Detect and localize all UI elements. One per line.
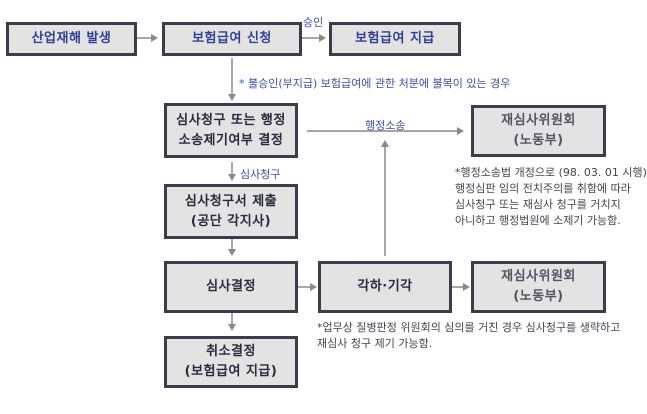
submit-box: 심사청구서 제출 (공단 각지사) xyxy=(164,184,298,239)
arrowhead xyxy=(228,174,236,181)
committee-top-box: 재심사위원회 (노동부) xyxy=(471,105,606,157)
review-decision-line1: 심사청구 또는 행정 xyxy=(176,112,286,128)
arrowhead xyxy=(228,94,236,101)
right-note-line: 아니하고 행정법원에 소제기 가능함. xyxy=(455,214,621,227)
bottom-note: *업무상 질병판정 위원회의 심의를 거친 경우 심사청구를 생략하고 재심사 … xyxy=(317,320,620,352)
dismiss-box: 각하·기각 xyxy=(318,261,452,313)
accident-label: 산업재해 발생 xyxy=(31,31,112,46)
dismiss-label: 각하·기각 xyxy=(357,279,413,294)
admin-lawsuit-label: 행정소송 xyxy=(365,119,406,132)
review-decision-line2: 소송제기여부 결정 xyxy=(178,132,284,148)
arrowhead xyxy=(319,34,326,42)
arrowhead xyxy=(228,324,236,331)
arrowhead xyxy=(457,127,464,135)
committee-bottom-box: 재심사위원회 (노동부) xyxy=(471,261,606,313)
cancel-line1: 취소결정 xyxy=(206,344,256,359)
arrowhead xyxy=(228,249,236,256)
accident-box: 산업재해 발생 xyxy=(6,22,137,56)
apply-box: 보험급여 신청 xyxy=(162,22,302,56)
arrowhead xyxy=(463,283,470,291)
pay-label: 보험급여 지급 xyxy=(355,31,435,46)
right-note-line: 심사청구 또는 재심사 청구를 거치지 xyxy=(455,198,621,211)
review-decision-box: 심사청구 또는 행정 소송제기여부 결정 xyxy=(164,103,298,158)
submit-line2: (공단 각지사) xyxy=(190,213,272,229)
arrowhead xyxy=(310,283,317,291)
cancel-box: 취소결정 (보험급여 지급) xyxy=(164,336,298,388)
arrowhead xyxy=(381,140,389,147)
apply-label: 보험급여 신청 xyxy=(192,31,272,46)
committee-bottom-line1: 재심사위원회 xyxy=(501,269,576,284)
right-note-line: 행정심판 임의 전치주의를 취함에 따라 xyxy=(455,182,631,195)
cancel-line2: (보험급여 지급) xyxy=(184,364,278,379)
committee-top-line1: 재심사위원회 xyxy=(501,113,576,128)
bottom-note-line: *업무상 질병판정 위원회의 심의를 거친 경우 심사청구를 생략하고 xyxy=(317,321,621,334)
decision-label: 심사결정 xyxy=(206,279,256,294)
submit-line1: 심사청구서 제출 xyxy=(184,193,278,209)
right-note: *행정소송법 개정으로 (98. 03. 01 시행) 행정심판 임의 전치주의… xyxy=(455,165,647,229)
pay-box: 보험급여 지급 xyxy=(329,22,461,56)
approval-label: 승인 xyxy=(303,16,324,29)
review-request-label: 심사청구 xyxy=(240,168,281,181)
disapproval-note: * 불승인(부지급) 보험급여에 관한 처분에 불복이 있는 경우 xyxy=(239,77,511,90)
decision-box: 심사결정 xyxy=(164,261,298,313)
committee-bottom-line2: (노동부) xyxy=(513,289,564,304)
committee-top-line2: (노동부) xyxy=(513,133,564,148)
bottom-note-line: 재심사 청구 제기 가능함. xyxy=(317,337,433,350)
arrowhead xyxy=(151,34,158,42)
right-note-line: *행정소송법 개정으로 (98. 03. 01 시행) xyxy=(455,166,647,179)
